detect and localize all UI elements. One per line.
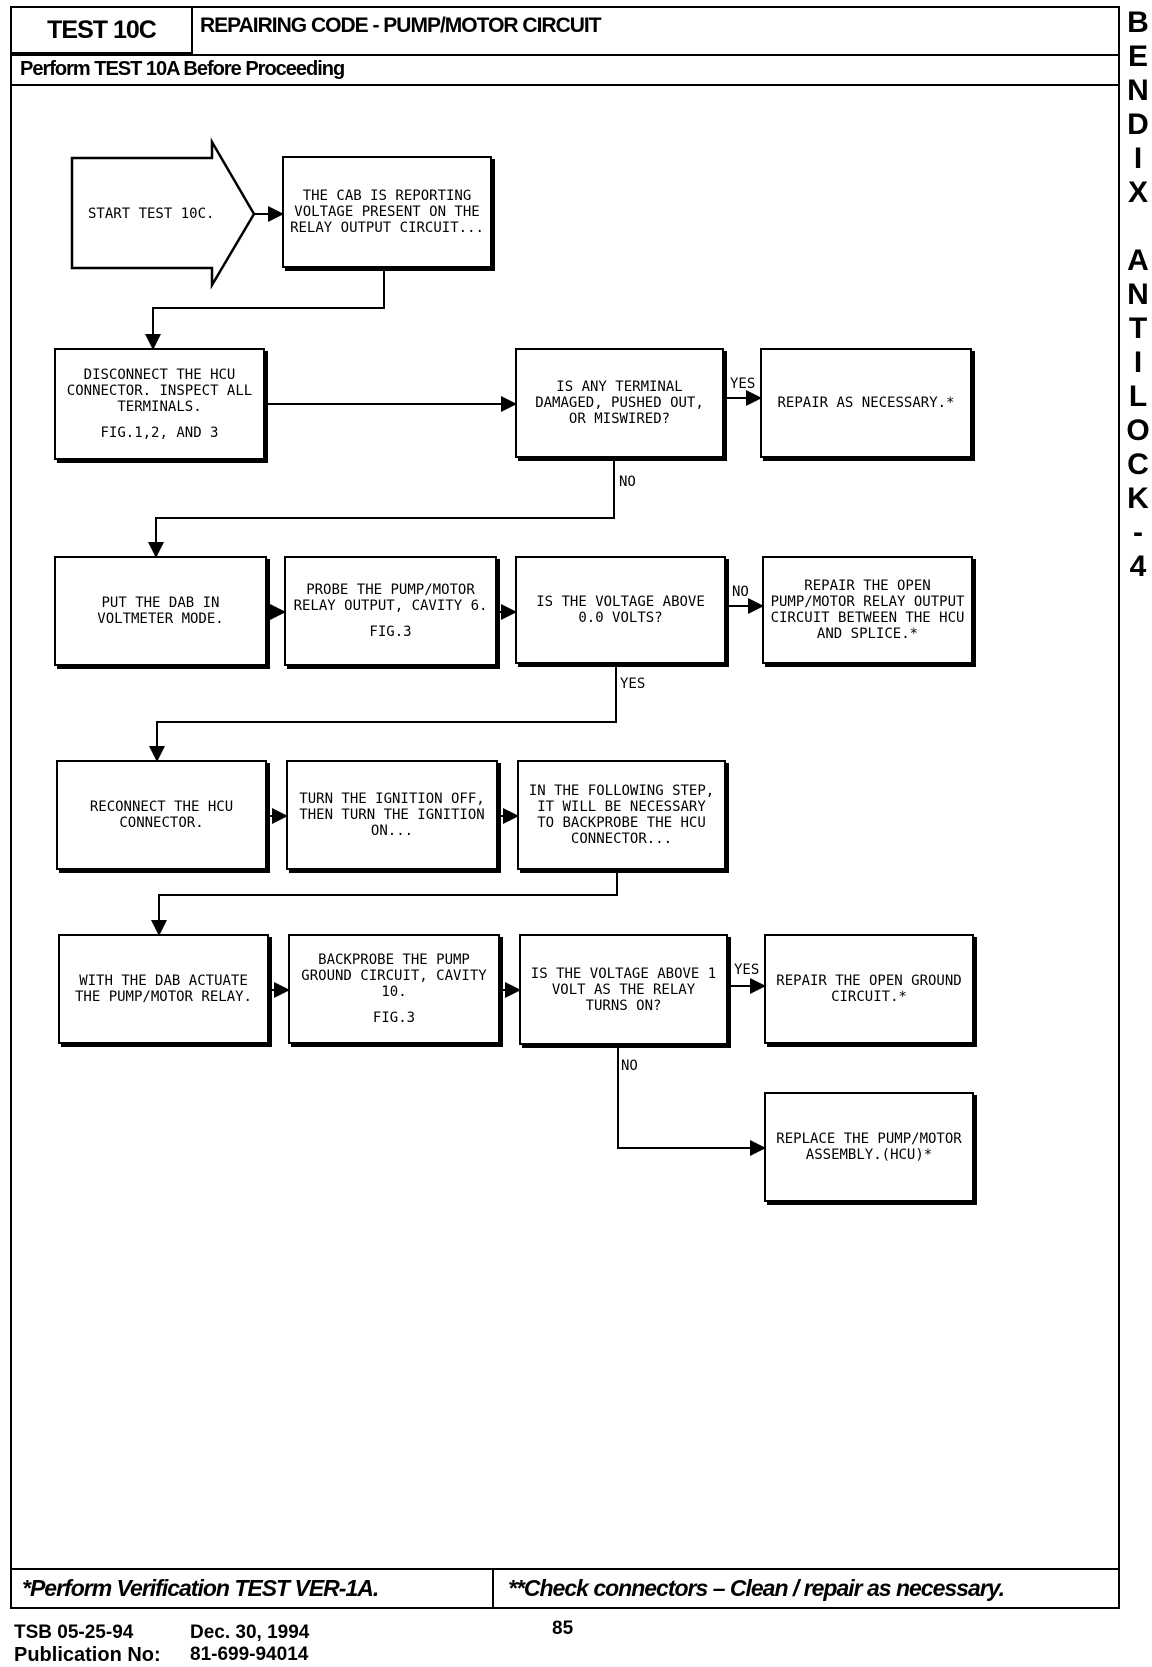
- replace-pump-box: REPLACE THE PUMP/MOTOR ASSEMBLY.(HCU)*: [764, 1092, 974, 1202]
- side-letter: I: [1133, 142, 1143, 175]
- repair-necessary-box: REPAIR AS NECESSARY.*: [760, 348, 972, 458]
- repair-necessary-text: REPAIR AS NECESSARY.*: [777, 395, 955, 411]
- doc-date: Dec. 30, 1994: [190, 1622, 310, 1643]
- following-step-text: IN THE FOLLOWING STEP, IT WILL BE NECESS…: [528, 783, 715, 847]
- replace-pump-text: REPLACE THE PUMP/MOTOR ASSEMBLY.(HCU)*: [776, 1131, 962, 1163]
- repair-ground-text: REPAIR THE OPEN GROUND CIRCUIT.*: [776, 973, 962, 1005]
- probe-relay-box: PROBE THE PUMP/MOTOR RELAY OUTPUT, CAVIT…: [284, 556, 497, 666]
- probe-relay-fig: FIG.3: [369, 624, 412, 640]
- side-letter: I: [1133, 346, 1143, 379]
- disconnect-box: DISCONNECT THE HCU CONNECTOR. INSPECT AL…: [54, 348, 265, 460]
- disconnect-text: DISCONNECT THE HCU CONNECTOR. INSPECT AL…: [66, 367, 253, 415]
- backprobe-text: BACKPROBE THE PUMP GROUND CIRCUIT, CAVIT…: [301, 952, 487, 1000]
- reconnect-text: RECONNECT THE HCU CONNECTOR.: [89, 799, 234, 831]
- turn-ignition-box: TURN THE IGNITION OFF, THEN TURN THE IGN…: [286, 760, 498, 870]
- page-subtitle: Perform TEST 10A Before Proceeding: [20, 58, 345, 80]
- side-letter: B: [1127, 6, 1149, 39]
- no-label: NO: [732, 584, 749, 600]
- side-letter: E: [1127, 40, 1148, 73]
- disconnect-fig: FIG.1,2, AND 3: [100, 425, 219, 441]
- side-letter: T: [1128, 312, 1148, 345]
- publication-number: 81-699-94014: [190, 1644, 309, 1665]
- side-letter: O: [1126, 414, 1150, 447]
- side-letter: -: [1133, 516, 1143, 549]
- footer-divider: [10, 1568, 1120, 1570]
- voltage-question-text: IS THE VOLTAGE ABOVE 0.0 VOLTS?: [536, 594, 705, 626]
- backprobe-box: BACKPROBE THE PUMP GROUND CIRCUIT, CAVIT…: [288, 934, 500, 1044]
- repair-open-relay-text: REPAIR THE OPEN PUMP/MOTOR RELAY OUTPUT …: [770, 578, 965, 642]
- side-letter: D: [1127, 108, 1149, 141]
- header-divider-2: [10, 84, 1120, 86]
- side-letter: X: [1127, 176, 1148, 209]
- voltage-question-box: IS THE VOLTAGE ABOVE 0.0 VOLTS?: [515, 556, 726, 664]
- tsb-number: TSB 05-25-94: [14, 1622, 134, 1643]
- yes-label: YES: [730, 376, 756, 392]
- relay-question-box: IS THE VOLTAGE ABOVE 1 VOLT AS THE RELAY…: [519, 934, 728, 1045]
- no-label: NO: [619, 474, 636, 490]
- footnote-verification: *Perform Verification TEST VER-1A.: [22, 1575, 379, 1601]
- start-arrow-shape: [70, 137, 256, 290]
- side-letter: K: [1127, 482, 1149, 515]
- following-step-box: IN THE FOLLOWING STEP, IT WILL BE NECESS…: [517, 760, 726, 870]
- actuate-text: WITH THE DAB ACTUATE THE PUMP/MOTOR RELA…: [74, 973, 252, 1005]
- cab-reporting-box: THE CAB IS REPORTING VOLTAGE PRESENT ON …: [282, 156, 492, 268]
- terminal-question-box: IS ANY TERMINAL DAMAGED, PUSHED OUT, OR …: [515, 348, 724, 458]
- start-label: START TEST 10C.: [88, 206, 215, 222]
- actuate-box: WITH THE DAB ACTUATE THE PUMP/MOTOR RELA…: [58, 934, 269, 1044]
- probe-relay-text: PROBE THE PUMP/MOTOR RELAY OUTPUT, CAVIT…: [293, 582, 488, 614]
- relay-question-text: IS THE VOLTAGE ABOVE 1 VOLT AS THE RELAY…: [530, 965, 717, 1014]
- reconnect-box: RECONNECT THE HCU CONNECTOR.: [56, 760, 267, 870]
- no-label: NO: [621, 1058, 638, 1074]
- turn-ignition-text: TURN THE IGNITION OFF, THEN TURN THE IGN…: [299, 791, 485, 839]
- yes-label: YES: [734, 962, 760, 978]
- put-dab-text: PUT THE DAB IN VOLTMETER MODE.: [97, 595, 224, 627]
- side-letter: N: [1127, 74, 1149, 107]
- side-letter: N: [1127, 278, 1149, 311]
- page-title: REPAIRING CODE - PUMP/MOTOR CIRCUIT: [200, 14, 602, 37]
- repair-ground-box: REPAIR THE OPEN GROUND CIRCUIT.*: [764, 934, 974, 1044]
- footer-split: [492, 1568, 494, 1608]
- side-letter: L: [1128, 380, 1148, 413]
- publication-label: Publication No:: [14, 1644, 161, 1666]
- yes-label: YES: [620, 676, 646, 692]
- test-id: TEST 10C: [10, 6, 193, 54]
- header-divider: [10, 54, 1120, 56]
- put-dab-box: PUT THE DAB IN VOLTMETER MODE.: [54, 556, 267, 666]
- terminal-question-text: IS ANY TERMINAL DAMAGED, PUSHED OUT, OR …: [535, 379, 704, 427]
- side-letter: C: [1127, 448, 1149, 481]
- footnote-connectors: **Check connectors – Clean / repair as n…: [508, 1575, 1005, 1601]
- side-letter: 4: [1129, 550, 1147, 583]
- page-number: 85: [552, 1618, 574, 1639]
- side-title: B E N D I X A N T I L O C K - 4: [1126, 6, 1150, 584]
- cab-reporting-text: THE CAB IS REPORTING VOLTAGE PRESENT ON …: [290, 188, 484, 236]
- page-frame: [10, 6, 1120, 1609]
- repair-open-relay-box: REPAIR THE OPEN PUMP/MOTOR RELAY OUTPUT …: [762, 556, 973, 664]
- backprobe-fig: FIG.3: [372, 1010, 416, 1026]
- side-letter: A: [1127, 244, 1149, 277]
